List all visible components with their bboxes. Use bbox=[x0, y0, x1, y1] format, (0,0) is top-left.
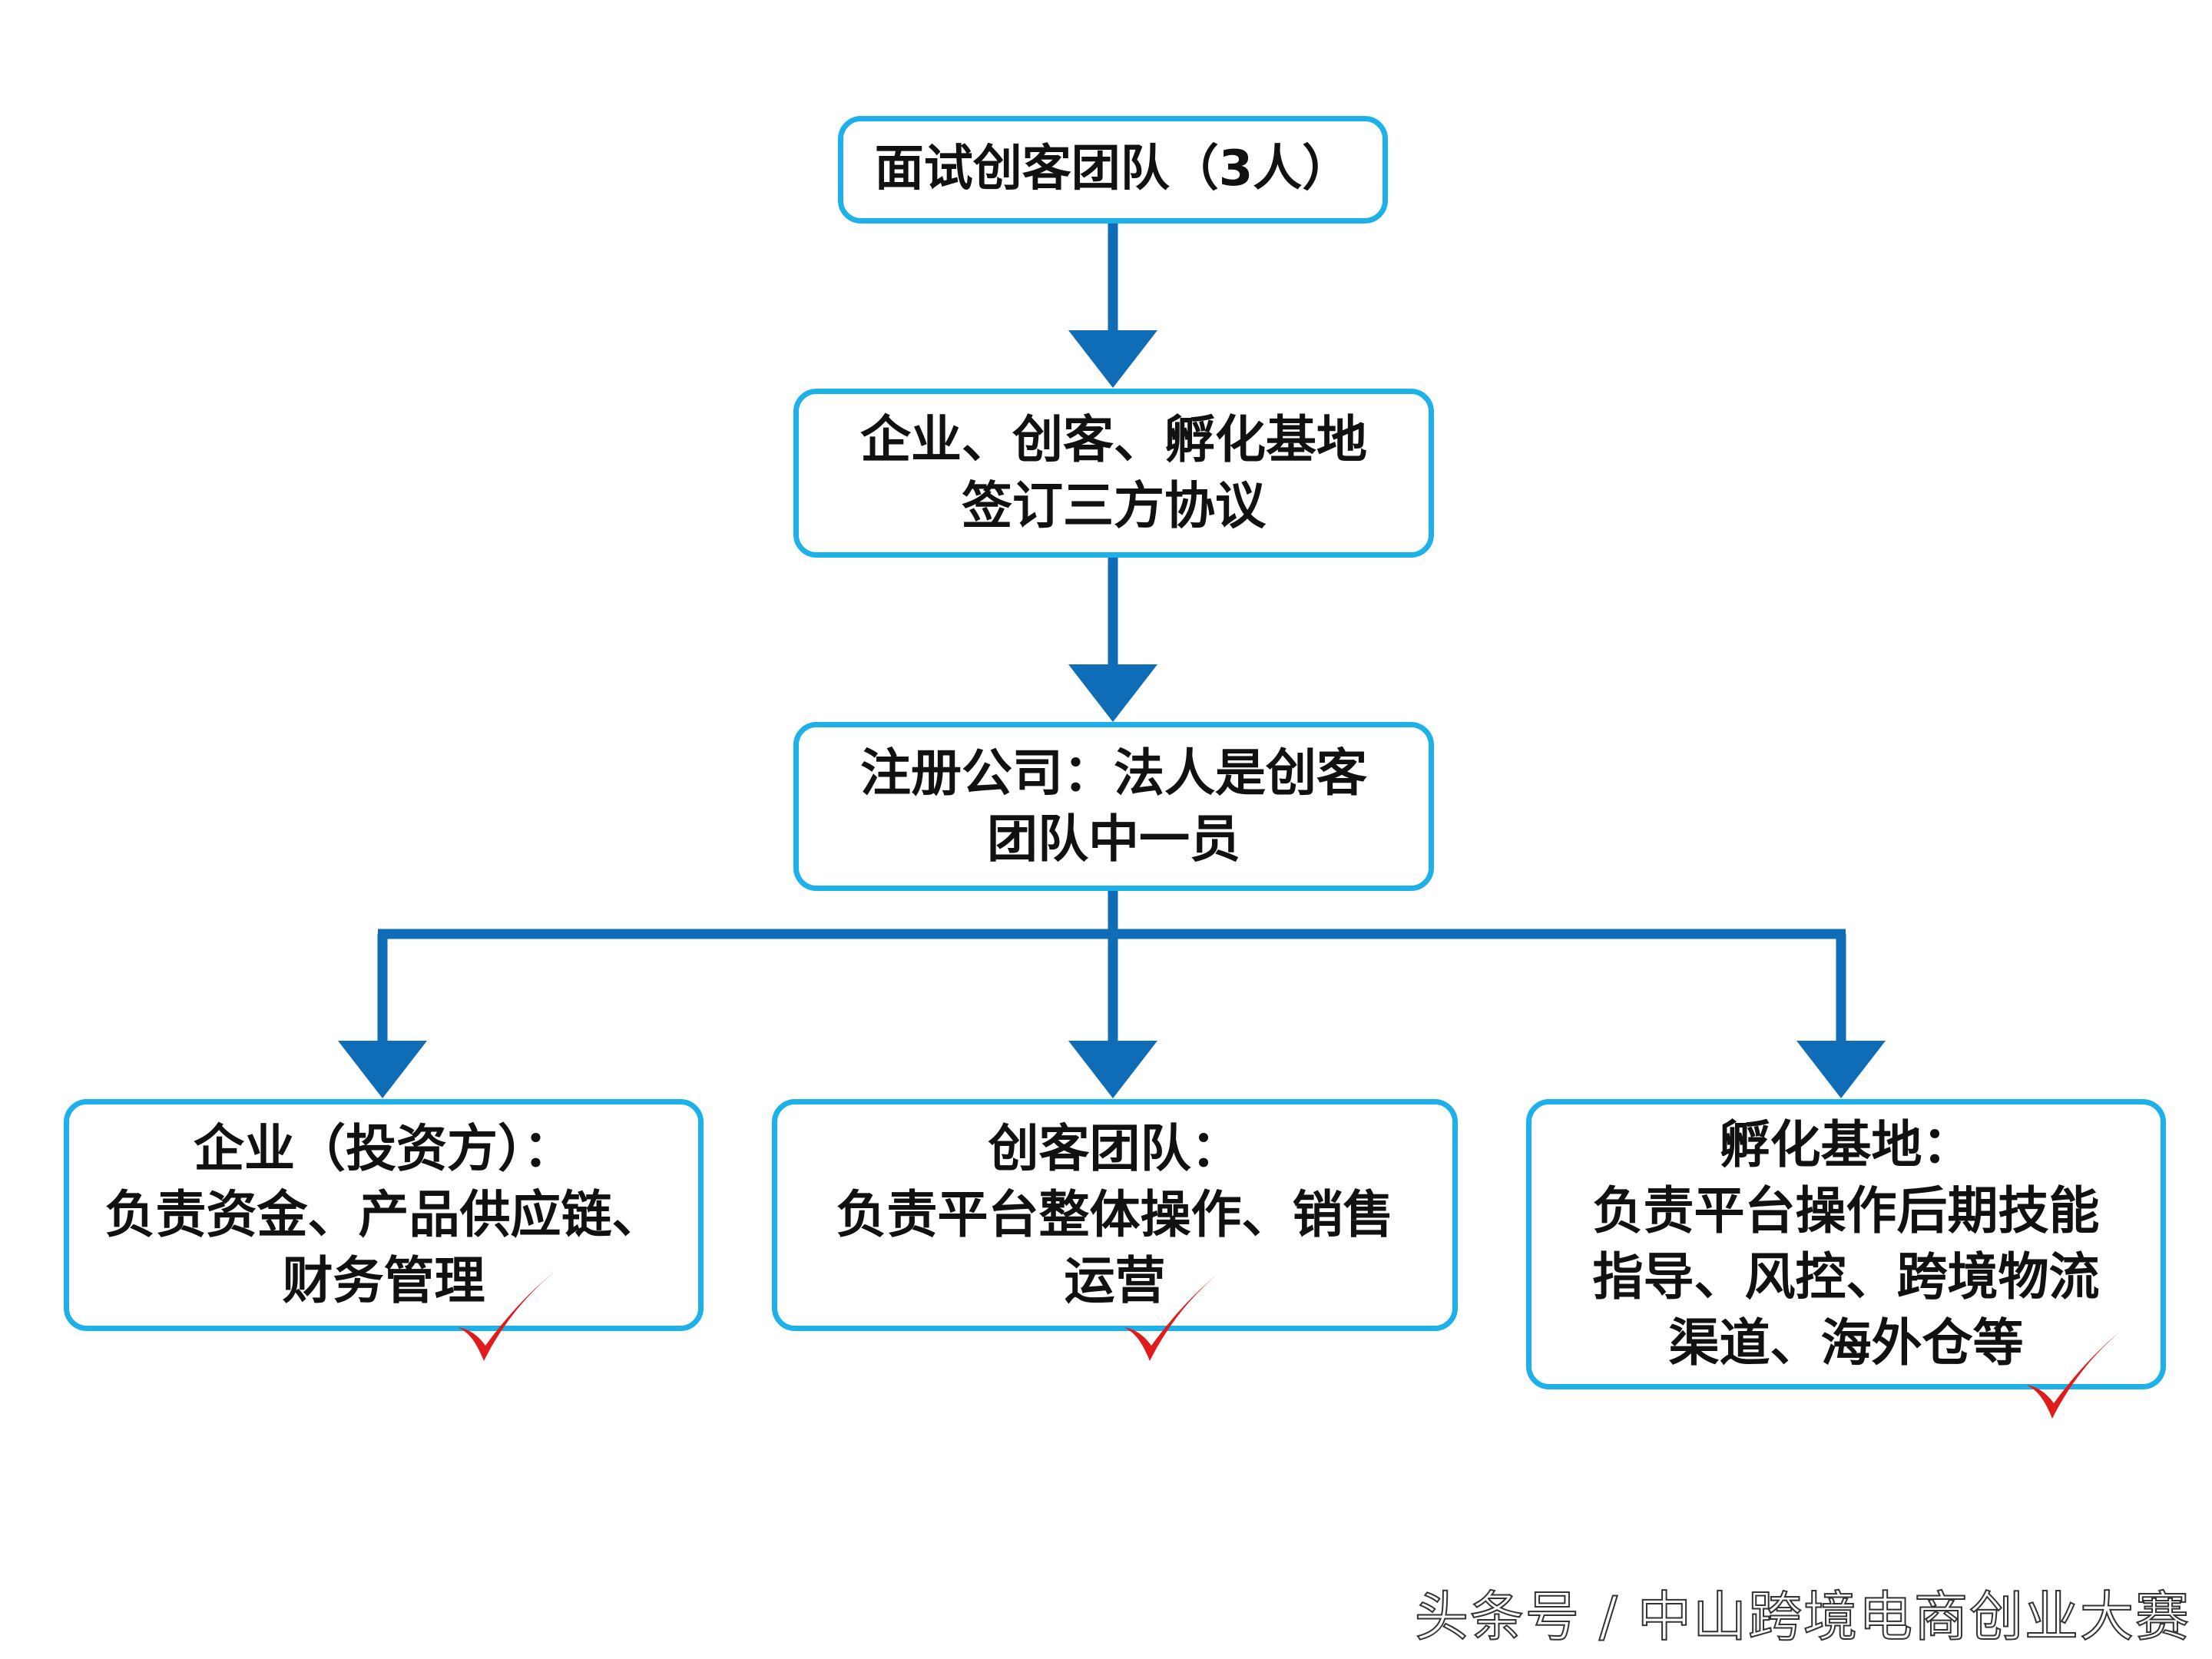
node-text: 负责平台整体操作、销售 bbox=[836, 1185, 1394, 1245]
watermark: 头条号 / 中山跨境电商创业大赛 bbox=[1414, 1584, 2190, 1649]
down-arrow-icon bbox=[1796, 1041, 1886, 1098]
arrowheads bbox=[338, 330, 1886, 1098]
node-text: 团队中一员 bbox=[987, 810, 1240, 869]
node-text: 渠道、海外仓等 bbox=[1668, 1313, 2024, 1373]
register-company-box: 注册公司：法人是创客 团队中一员 bbox=[793, 722, 1434, 891]
node-text: 签订三方协议 bbox=[962, 476, 1266, 535]
down-arrow-icon bbox=[1068, 1041, 1157, 1098]
check-mark-icon bbox=[1124, 1272, 1220, 1361]
connector-lines bbox=[377, 224, 1846, 1052]
node-text: 面试创客团队（3人） bbox=[874, 141, 1352, 198]
enterprise-investor-box: 企业（投资方）： 负责资金、产品供应链、 财务管理 bbox=[64, 1099, 704, 1331]
node-text: 注册公司：法人是创客 bbox=[860, 743, 1367, 803]
incubator-base-box: 孵化基地： 负责平台操作后期技能 指导、风控、跨境物流 渠道、海外仓等 bbox=[1526, 1099, 2166, 1389]
maker-team-box: 创客团队： 负责平台整体操作、销售 运营 bbox=[772, 1099, 1458, 1331]
node-text: 财务管理 bbox=[282, 1250, 485, 1310]
down-arrow-icon bbox=[1068, 330, 1157, 388]
node-text: 创客团队： bbox=[988, 1119, 1242, 1179]
check-mark-icon bbox=[2026, 1330, 2123, 1419]
node-text: 企业、创客、孵化基地 bbox=[860, 410, 1367, 470]
node-text: 企业（投资方）： bbox=[194, 1119, 574, 1179]
check-mark-icon bbox=[458, 1272, 555, 1361]
node-text: 负责资金、产品供应链、 bbox=[104, 1185, 663, 1245]
down-arrow-icon bbox=[338, 1041, 427, 1098]
node-text: 运营 bbox=[1064, 1250, 1166, 1310]
down-arrow-icon bbox=[1068, 664, 1157, 722]
node-text: 孵化基地： bbox=[1719, 1115, 1973, 1175]
node-text: 负责平台操作后期技能 bbox=[1592, 1181, 2100, 1241]
interview-team-box: 面试创客团队（3人） bbox=[838, 116, 1388, 224]
tripartite-agreement-box: 企业、创客、孵化基地 签订三方协议 bbox=[793, 389, 1434, 558]
node-text: 指导、风控、跨境物流 bbox=[1592, 1247, 2100, 1306]
